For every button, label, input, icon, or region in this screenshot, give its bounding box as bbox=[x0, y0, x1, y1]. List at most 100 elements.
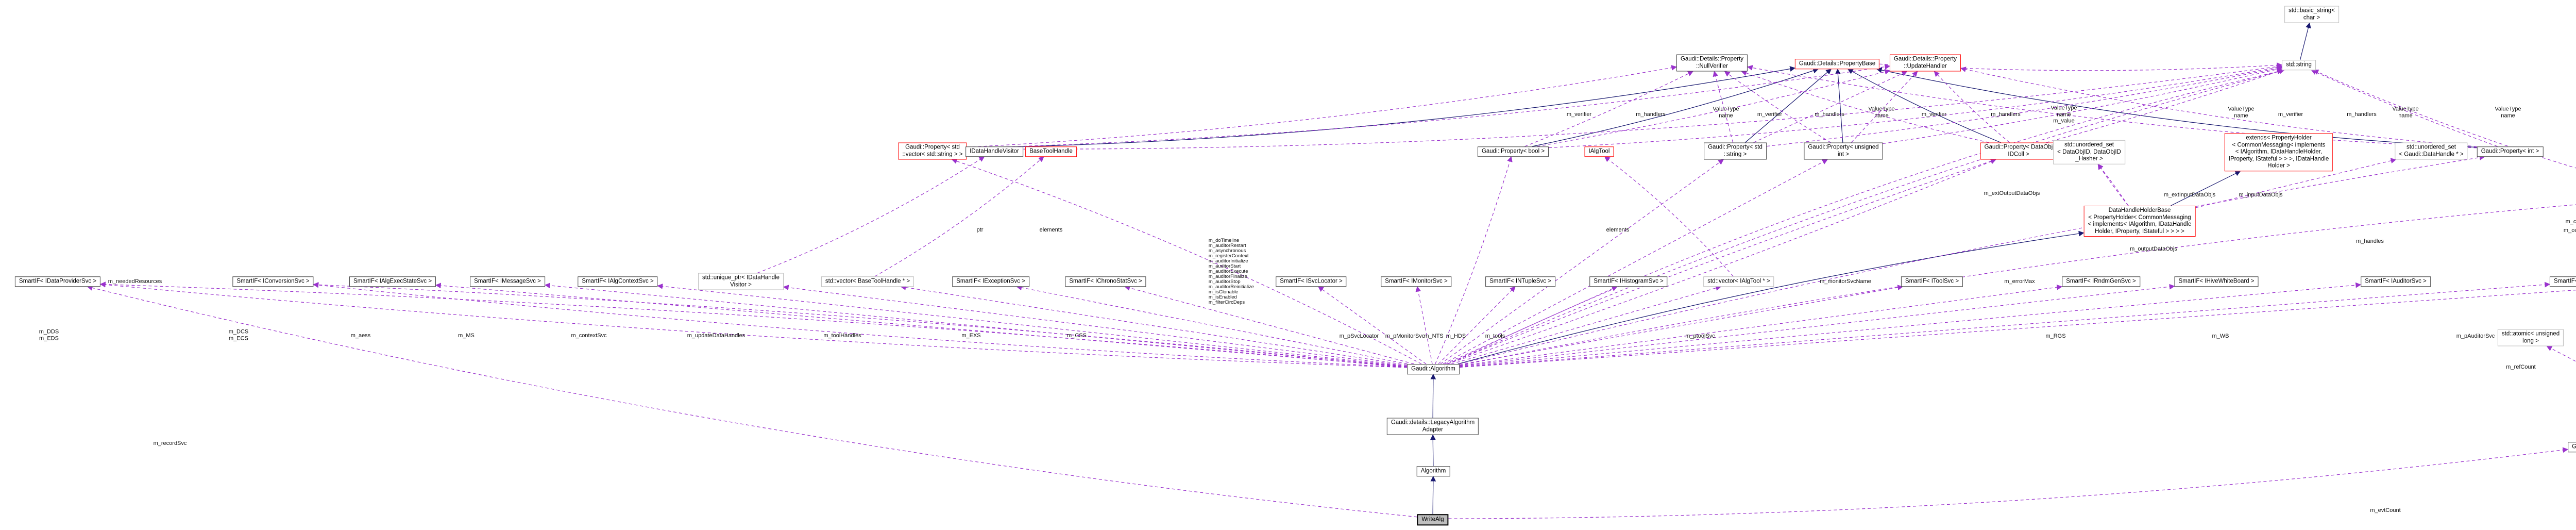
edge-label-m_handlers: m_handlers bbox=[1815, 111, 1844, 118]
node-sif_ctx[interactable]: SmartIF< IAlgContextSvc > bbox=[578, 276, 658, 287]
node-counter[interactable]: Gaudi::TestSuite::Counter bbox=[2568, 442, 2576, 452]
node-vec_ialgtool[interactable]: std::vector< IAlgTool * > bbox=[1703, 276, 1774, 287]
edge-gaudi_alg-to-prop_vec_string bbox=[951, 158, 1422, 365]
node-uptr_dhv[interactable]: std::unique_ptr< IDataHandle Visitor > bbox=[698, 273, 784, 290]
edge-label-m_monitorSvcName: m_monitorSvcName bbox=[1820, 278, 1871, 285]
edge-label-m_handlers: m_handlers bbox=[1636, 111, 1666, 118]
node-sif_exs[interactable]: SmartIF< IExceptionSvc > bbox=[952, 276, 1029, 287]
edge-gaudi_alg-to-sif_aess bbox=[435, 283, 1408, 368]
edge-gaudi_alg-to-std_string bbox=[1448, 69, 2285, 365]
edge-gaudi_alg-to-sif_auditor bbox=[1459, 282, 2362, 367]
edge-label-m_verifier: m_verifier bbox=[1757, 111, 1783, 118]
edge-label-m_contextSvc: m_contextSvc bbox=[571, 332, 607, 339]
edge-vec_ialgtool-to-ialgtool bbox=[1604, 156, 1734, 277]
edge-gaudi_alg-to-sif_nts bbox=[1438, 286, 1516, 365]
node-sif_ms[interactable]: SmartIF< IMessageSvc > bbox=[470, 276, 545, 287]
edge-prop_vec_string-to-std_string bbox=[967, 64, 2283, 150]
edge-prop_int-to-property_base bbox=[1876, 67, 2477, 148]
node-sif_aess[interactable]: SmartIF< IAlgExecStateSvc > bbox=[349, 276, 436, 287]
node-vec_bth[interactable]: std::vector< BaseToolHandle * > bbox=[821, 276, 914, 287]
edge-prop_uint-to-null_verifier bbox=[1724, 71, 1831, 143]
edge-prop_uint-to-std_string bbox=[1883, 67, 2283, 144]
node-prop_vec_string[interactable]: Gaudi::Property< std ::vector< std::stri… bbox=[898, 142, 967, 160]
node-prop_int[interactable]: Gaudi::Property< int > bbox=[2477, 146, 2544, 157]
node-atomic_ul[interactable]: std::atomic< unsigned long > bbox=[2497, 329, 2564, 346]
node-ialgtool[interactable]: IAlgTool bbox=[1584, 146, 1614, 157]
node-sif_mon[interactable]: SmartIF< IMonitorSvc > bbox=[1381, 276, 1452, 287]
edge-prop_dataobjidcoll-to-property_base bbox=[1847, 69, 2001, 143]
edge-gaudi_alg-to-vec_bth bbox=[900, 285, 1408, 366]
edge-dataobject-to-atomic_ul bbox=[2546, 345, 2576, 362]
edge-gaudi_alg-to-sif_css bbox=[1124, 285, 1414, 365]
edge-prop_int-to-null_verifier bbox=[1747, 65, 2477, 148]
node-legacy[interactable]: Gaudi::details::LegacyAlgorithm Adapter bbox=[1386, 418, 1479, 435]
node-writealg[interactable]: WriteAlg bbox=[1417, 514, 1449, 525]
edge-gaudi_alg-to-prop_dataobjidcoll bbox=[1447, 159, 1996, 365]
edge-prop_string-to-property_base bbox=[1744, 69, 1832, 143]
edge-label-elements: elements bbox=[1039, 226, 1063, 233]
edge-prop_bool-to-property_base bbox=[1532, 68, 1819, 147]
edge-gaudi_alg-to-sif_cvs bbox=[313, 281, 1408, 368]
edge-label-m_RGS: m_RGS bbox=[2045, 333, 2066, 339]
edge-dhhb-to-extends_box bbox=[2171, 171, 2241, 206]
edge-label-m_inputDataObjs: m_inputDataObjs bbox=[2239, 191, 2283, 198]
node-sif_cvs[interactable]: SmartIF< IConversionSvc > bbox=[232, 276, 314, 287]
node-sif_css[interactable]: SmartIF< IChronoStatSvc > bbox=[1065, 276, 1146, 287]
node-std_string[interactable]: std::string bbox=[2282, 60, 2316, 70]
node-sif_svcloc[interactable]: SmartIF< ISvcLocator > bbox=[1276, 276, 1347, 287]
node-sif_hds[interactable]: SmartIF< IHistogramSvc > bbox=[1589, 276, 1668, 287]
edge-label-ValueType: ValueType name bbox=[1713, 106, 1739, 119]
node-sif_wb[interactable]: SmartIF< IHiveWhiteBoard > bbox=[2174, 276, 2259, 287]
node-prop_dataobjidcoll[interactable]: Gaudi::Property< DataObj IDColl > bbox=[1980, 142, 2057, 160]
node-sif_nts[interactable]: SmartIF< INTupleSvc > bbox=[1485, 276, 1555, 287]
node-sif_dps[interactable]: SmartIF< IDataProviderSvc > bbox=[14, 276, 101, 287]
edge-label-m_handlers: m_handlers bbox=[1991, 111, 2021, 118]
edge-label-m_extOutputDataObjs: m_extOutputDataObjs bbox=[1984, 190, 2040, 196]
edge-label-m_evtCount: m_evtCount bbox=[2370, 507, 2401, 514]
node-prop_string[interactable]: Gaudi::Property< std ::string > bbox=[1704, 142, 1767, 160]
edge-label-ValueType: ValueType name bbox=[1868, 106, 1895, 119]
edge-label-m_doTimeline: m_doTimeline m_auditorRestart m_asynchro… bbox=[1208, 238, 1255, 305]
node-null_verifier[interactable]: Gaudi::Details::Property ::NullVerifier bbox=[1676, 54, 1748, 72]
node-sif_auditor[interactable]: SmartIF< IAuditorSvc > bbox=[2361, 276, 2431, 287]
edge-gaudi_alg-to-stringkey bbox=[1459, 204, 2576, 366]
edge-prop_vec_string-to-null_verifier bbox=[967, 65, 1677, 148]
edge-gaudi_alg-to-prop_int bbox=[1459, 155, 2485, 365]
node-sif_rgs[interactable]: SmartIF< IRndmGenSvc > bbox=[2062, 276, 2140, 287]
node-sif_timeline[interactable]: SmartIF< ITimelineSvc > bbox=[2549, 276, 2576, 287]
node-uset_datahandle[interactable]: std::unordered_set < Gaudi::DataHandle *… bbox=[2395, 142, 2468, 160]
node-prop_bool[interactable]: Gaudi::Property< bool > bbox=[1477, 146, 1549, 157]
edge-label-m_extInputDataObjs: m_extInputDataObjs bbox=[2163, 191, 2216, 198]
node-update_handler[interactable]: Gaudi::Details::Property ::UpdateHandler bbox=[1889, 54, 1961, 72]
edge-gaudi_alg-to-prop_string bbox=[1440, 159, 1724, 365]
edge-gaudi_alg-to-sif_toolsvc bbox=[1459, 285, 1904, 365]
edge-vec_bth-to-base_tool_handle bbox=[874, 156, 1044, 277]
node-sif_toolsvc[interactable]: SmartIF< IToolSvc > bbox=[1901, 276, 1963, 287]
edge-label-m_HDS: m_HDS bbox=[1446, 333, 1466, 339]
edge-dhhb-to-uset_dataobjid bbox=[2097, 163, 2129, 206]
edge-label-m_aess: m_aess bbox=[350, 332, 371, 339]
edge-gaudi_alg-to-sif_cvs bbox=[313, 282, 1408, 368]
node-gaudi_alg[interactable]: Gaudi::Algorithm bbox=[1407, 364, 1460, 374]
edge-prop_string-to-null_verifier bbox=[1713, 71, 1734, 143]
edge-prop_vec_string-to-property_base bbox=[967, 66, 1796, 148]
edge-label-m_toolHandles: m_toolHandles bbox=[823, 332, 861, 339]
node-base_tool_handle[interactable]: BaseToolHandle bbox=[1025, 146, 1077, 157]
node-extends_box[interactable]: extends< PropertyHolder < CommonMessagin… bbox=[2224, 133, 2333, 171]
node-dhhb[interactable]: DataHandleHolderBase < PropertyHolder< C… bbox=[2083, 206, 2196, 237]
edge-label-m_cardinality: m_cardinality bbox=[2565, 218, 2576, 225]
node-uset_dataobjid[interactable]: std::unordered_set < DataObjID, DataObjI… bbox=[2053, 140, 2125, 164]
edge-label-m_errorMax: m_errorMax bbox=[2004, 278, 2035, 285]
node-prop_uint[interactable]: Gaudi::Property< unsigned int > bbox=[1804, 142, 1883, 160]
edge-label-ValueType: ValueType name m_value bbox=[2050, 105, 2077, 124]
edge-label-m_WB: m_WB bbox=[2212, 333, 2229, 339]
node-idh_visitor[interactable]: IDataHandleVisitor bbox=[965, 146, 1023, 157]
node-basic_string[interactable]: std::basic_string< char > bbox=[2284, 6, 2339, 23]
edge-gaudi_alg-to-sif_hds bbox=[1445, 286, 1618, 365]
edge-prop_dataobjidcoll-to-update_handler bbox=[1934, 71, 2010, 143]
edge-label-m_outputDataObjs: m_outputDataObjs bbox=[2130, 245, 2177, 252]
node-property_base[interactable]: Gaudi::Details::PropertyBase bbox=[1794, 59, 1880, 69]
node-algorithm[interactable]: Algorithm bbox=[1416, 466, 1450, 476]
edge-gaudi_alg-to-sif_dps bbox=[99, 281, 1408, 368]
